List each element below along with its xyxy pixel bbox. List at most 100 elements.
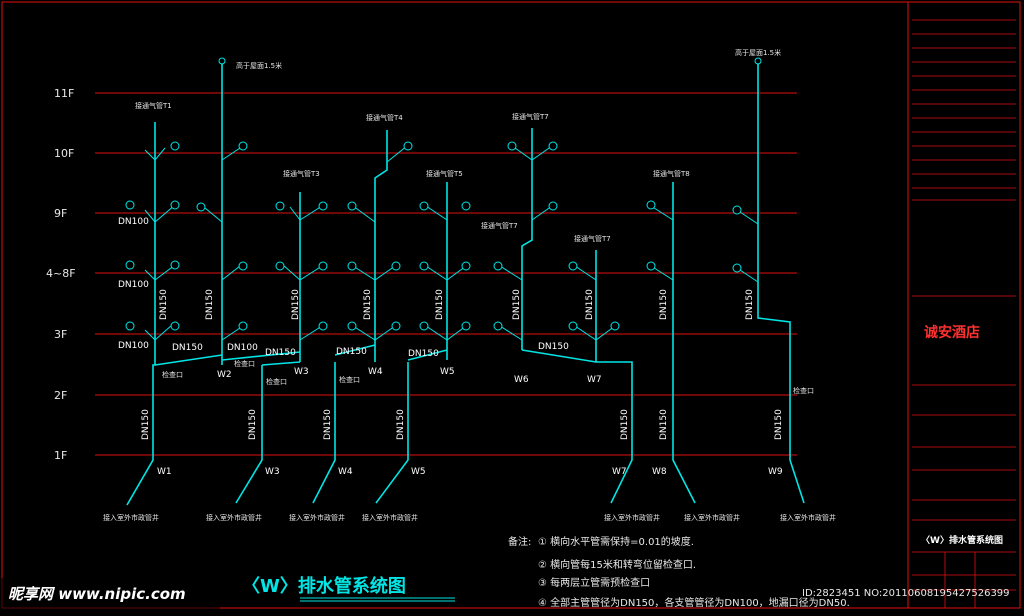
vent-label: 接通气管T3 (283, 169, 320, 178)
size-label: DN150 (396, 409, 406, 440)
stack-label: W4 (338, 467, 353, 477)
branch (334, 344, 376, 356)
cleanout-label: 检查口 (339, 375, 360, 384)
size-label: DN150 (291, 289, 301, 320)
stack-label: W2 (217, 370, 232, 380)
size-label: DN100 (227, 343, 258, 353)
floor-label: 9F (54, 207, 67, 220)
title-block-rules (912, 19, 1016, 608)
size-label: DN150 (172, 343, 203, 353)
stack-w3-lower (235, 365, 263, 504)
lower-stack-labels: W1 W3 W4 W5 W7 W8 W9 (157, 467, 783, 477)
branch (261, 361, 301, 366)
size-label: DN150 (435, 289, 445, 320)
cleanout-label: 检查口 (266, 377, 287, 386)
size-label: DN150 (538, 342, 569, 352)
outlet-label: 接入室外市政管井 (206, 513, 262, 522)
size-label: DN150 (620, 409, 630, 440)
vent-label: 接通气管T7 (574, 234, 611, 243)
size-label: DN150 (265, 348, 296, 358)
size-label: DN150 (659, 409, 669, 440)
floor-label: 3F (54, 328, 67, 341)
stack-w4 (374, 130, 388, 362)
vent-branches (144, 145, 759, 341)
title-block (907, 1, 1021, 609)
vent-label: 接通气管T7 (512, 112, 549, 121)
vent-label: 接通气管T7 (481, 221, 518, 230)
size-label: DN150 (408, 349, 439, 359)
size-label: DN150 (659, 289, 669, 320)
floor-label: 10F (54, 147, 74, 160)
size-label: DN150 (745, 289, 755, 320)
watermark-id: ID:2823451 NO:20110608195427526399 (802, 588, 1010, 599)
stack-label: W1 (157, 467, 172, 477)
notes-heading: 备注: (508, 535, 531, 548)
vent-label: 接通气管T5 (426, 169, 463, 178)
outlet-label: 接入室外市政管井 (780, 513, 836, 522)
stack-label: W7 (587, 375, 602, 385)
size-label: DN150 (248, 409, 258, 440)
note-1: ① 横向水平管需保持=0.01的坡度. (538, 535, 694, 548)
size-label: DN150 (512, 289, 522, 320)
floor-lines (95, 92, 797, 456)
branch (407, 349, 448, 361)
vent-label: 接通气管T1 (135, 101, 172, 110)
outlet-label: 接入室外市政管井 (604, 513, 660, 522)
watermark-brand: 昵享网 www.nipic.com (8, 585, 186, 603)
vent-labels: 接通气管T1 接通气管T3 接通气管T4 接通气管T5 接通气管T7 接通气管T… (135, 101, 690, 243)
drain-pipes (126, 62, 805, 506)
stack-label: W8 (652, 467, 667, 477)
sheet-title: 〈W〉排水管系统图 (921, 534, 1003, 546)
outlet-label: 接入室外市政管井 (289, 513, 345, 522)
stack-w4-lower (312, 362, 336, 504)
size-label: DN150 (205, 289, 215, 320)
size-label: DN150 (363, 289, 373, 320)
size-label: DN150 (323, 409, 333, 440)
stack-w7-lower (521, 349, 633, 504)
note-3: ③ 每两层立管需预检查口 (538, 576, 650, 589)
outlet-labels: 接入室外市政管井 接入室外市政管井 接入室外市政管井 接入室外市政管井 接入室外… (103, 513, 836, 522)
size-label: DN100 (118, 341, 149, 351)
stack-label: W4 (368, 367, 383, 377)
notes-block: 备注: ① 横向水平管需保持=0.01的坡度. ② 横向管每15米和转弯位留检查… (508, 535, 850, 609)
note-4: ④ 全部主管管径为DN150，各支管管径为DN100，地漏口径为DN50. (538, 596, 850, 609)
stack-label: W3 (265, 467, 280, 477)
floor-labels: 11F 10F 9F 4~8F 3F 2F 1F (46, 87, 76, 462)
stack-w1 (126, 122, 156, 506)
branch (221, 351, 301, 361)
floor-label: 1F (54, 449, 67, 462)
size-label: DN150 (774, 409, 784, 440)
size-label: DN150 (585, 289, 595, 320)
stack-label: W6 (514, 375, 529, 385)
fixture-markers (125, 57, 762, 331)
stack-label: W9 (768, 467, 783, 477)
stack-w9 (757, 62, 805, 504)
note-2: ② 横向管每15米和转弯位留检查口. (538, 558, 696, 571)
cleanout-label: 检查口 (162, 370, 183, 379)
size-label: DN100 (118, 217, 149, 227)
stack-w8 (672, 182, 696, 504)
vertical-size-labels: DN150 DN150 DN150 DN150 DN150 DN150 DN15… (141, 289, 784, 440)
stack-label: W5 (440, 367, 455, 377)
roof-vent-label: 高于屋面1.5米 (236, 61, 282, 70)
outlet-label: 接入室外市政管井 (103, 513, 159, 522)
stack-w6 (521, 128, 533, 350)
outlet-label: 接入室外市政管井 (684, 513, 740, 522)
floor-label: 2F (54, 389, 67, 402)
watermark-bg (0, 578, 220, 612)
size-label: DN150 (141, 409, 151, 440)
upper-stack-labels: W2 W3 W4 W5 W6 W7 (217, 367, 602, 385)
size-label: DN150 (336, 347, 367, 357)
main-title: 〈W〉排水管系统图 (242, 575, 406, 597)
vent-label: 接通气管T4 (366, 113, 403, 122)
outlet-label: 接入室外市政管井 (362, 513, 418, 522)
stack-label: W5 (411, 467, 426, 477)
floor-label: 4~8F (46, 267, 76, 280)
size-label: DN100 (118, 280, 149, 290)
roof-vent-label: 高于屋面1.5米 (735, 48, 781, 57)
cleanout-label: 检查口 (793, 386, 814, 395)
stack-label: W3 (294, 367, 309, 377)
floor-label: 11F (54, 87, 74, 100)
